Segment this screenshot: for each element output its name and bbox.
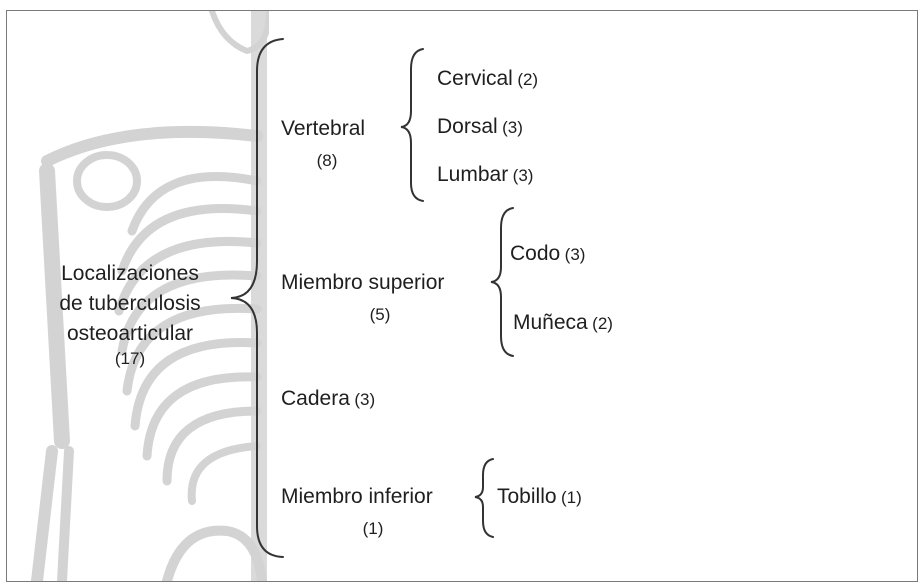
lumbar-label: Lumbar xyxy=(437,163,509,186)
miembro-inferior-label: Miembro inferior xyxy=(281,485,433,508)
list-item-codo: Codo (3) xyxy=(510,242,585,266)
miembro-superior-brace xyxy=(490,207,514,357)
list-item-cadera: Cadera (3) xyxy=(281,387,375,411)
root-brace xyxy=(230,38,284,558)
brace-lines xyxy=(230,38,514,558)
diagram-frame: Localizaciones de tuberculosis osteoarti… xyxy=(6,10,918,582)
cervical-count: (2) xyxy=(517,70,539,89)
muneca-count: (2) xyxy=(592,314,613,333)
list-item-muneca: Muñeca (2) xyxy=(513,311,613,335)
miembro-inferior-brace xyxy=(474,458,494,538)
miembro-superior-count: (5) xyxy=(369,305,391,324)
skeleton-illustration xyxy=(31,11,917,581)
root-title: Localizaciones de tuberculosis osteoarti… xyxy=(59,262,201,345)
list-item-dorsal: Dorsal (3) xyxy=(437,115,523,139)
cervical-label: Cervical xyxy=(437,67,513,90)
dorsal-label: Dorsal xyxy=(437,115,498,138)
vertebral-label: Vertebral xyxy=(281,117,366,140)
vertebral-count: (8) xyxy=(316,151,338,170)
cadera-label: Cadera xyxy=(281,387,350,410)
dorsal-count: (3) xyxy=(502,118,523,137)
root-count: (17) xyxy=(114,349,146,368)
list-item-cervical: Cervical (2) xyxy=(437,67,538,91)
tobillo-count: (1) xyxy=(561,488,582,507)
cadera-count: (3) xyxy=(354,390,376,409)
muneca-label: Muñeca xyxy=(513,311,588,334)
vertebral-brace xyxy=(400,48,424,202)
lumbar-count: (3) xyxy=(512,166,534,185)
miembro-inferior-count: (1) xyxy=(362,519,384,538)
list-item-tobillo: Tobillo (1) xyxy=(497,485,582,509)
list-item-lumbar: Lumbar (3) xyxy=(437,163,533,187)
tobillo-label: Tobillo xyxy=(497,485,557,508)
codo-count: (3) xyxy=(564,245,586,264)
miembro-superior-label: Miembro superior xyxy=(281,271,445,294)
codo-label: Codo xyxy=(510,242,561,265)
